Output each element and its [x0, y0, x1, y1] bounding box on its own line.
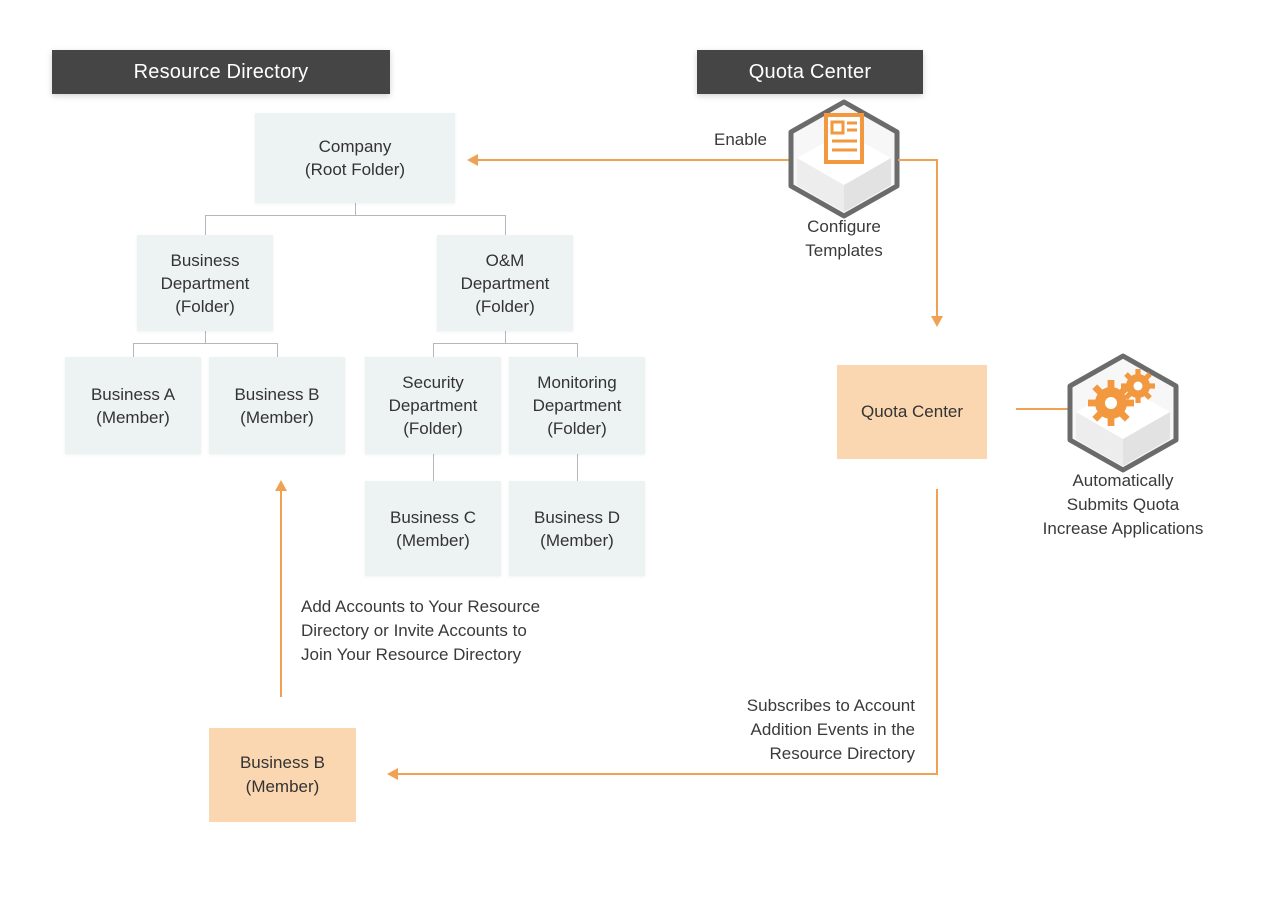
- flow-templates-down: [936, 159, 938, 316]
- flow-add-accounts-arrowhead: [275, 480, 287, 491]
- label-enable: Enable: [714, 130, 767, 149]
- node-business-department[interactable]: Business Department (Folder): [137, 235, 273, 331]
- label-configure-templates: Configure Templates: [805, 217, 883, 260]
- gears-cube-icon: [1066, 352, 1180, 474]
- card-quota-center-label: Quota Center: [837, 365, 987, 459]
- node-monitoring-department[interactable]: Monitoring Department (Folder): [509, 357, 645, 454]
- flow-subscribes-left: [398, 773, 938, 775]
- card-business-b[interactable]: Business B (Member): [181, 697, 384, 853]
- document-cube-icon: [787, 98, 901, 220]
- card-business-b-label: Business B (Member): [209, 728, 356, 822]
- connector-to-business-d: [577, 454, 578, 481]
- connector-to-business-dept: [205, 215, 206, 235]
- flow-templates-arrowhead: [931, 316, 943, 327]
- flow-to-gears-line: [1016, 408, 1072, 410]
- flow-subscribes-down: [936, 489, 938, 775]
- connector-level3-bus-right: [433, 343, 578, 344]
- node-om-department[interactable]: O&M Department (Folder): [437, 235, 573, 331]
- node-business-d[interactable]: Business D (Member): [509, 481, 645, 576]
- node-security-department[interactable]: Security Department (Folder): [365, 357, 501, 454]
- card-quota-center[interactable]: Quota Center: [810, 336, 1014, 488]
- connector-to-om-dept: [505, 215, 506, 235]
- flow-enable-line: [478, 159, 808, 161]
- node-business-b[interactable]: Business B (Member): [209, 357, 345, 454]
- node-business-a[interactable]: Business A (Member): [65, 357, 201, 454]
- node-company-root-folder[interactable]: Company (Root Folder): [255, 113, 455, 203]
- connector-to-monitoring-dept: [577, 343, 578, 357]
- connector-level3-bus-left: [133, 343, 278, 344]
- connector-to-business-b: [277, 343, 278, 357]
- connector-om-dept-down: [505, 331, 506, 344]
- flow-subscribes-arrowhead: [387, 768, 398, 780]
- flow-templates-right: [898, 159, 938, 161]
- panel-title-resource-directory: Resource Directory: [52, 50, 390, 94]
- connector-root-down: [355, 203, 356, 216]
- label-auto-submits-quota: Automatically Submits Quota Increase App…: [1042, 471, 1204, 538]
- connector-to-business-a: [133, 343, 134, 357]
- connector-to-business-c: [433, 454, 434, 481]
- panel-title-quota-center: Quota Center: [697, 50, 923, 94]
- connector-to-security-dept: [433, 343, 434, 357]
- label-add-accounts: Add Accounts to Your Resource Directory …: [301, 597, 541, 664]
- node-business-c[interactable]: Business C (Member): [365, 481, 501, 576]
- connector-level2-bus: [205, 215, 506, 216]
- flow-enable-arrowhead: [467, 154, 478, 166]
- connector-business-dept-down: [205, 331, 206, 344]
- label-subscribes-to-account-events: Subscribes to Account Addition Events in…: [746, 696, 915, 763]
- flow-add-accounts-up: [280, 491, 282, 697]
